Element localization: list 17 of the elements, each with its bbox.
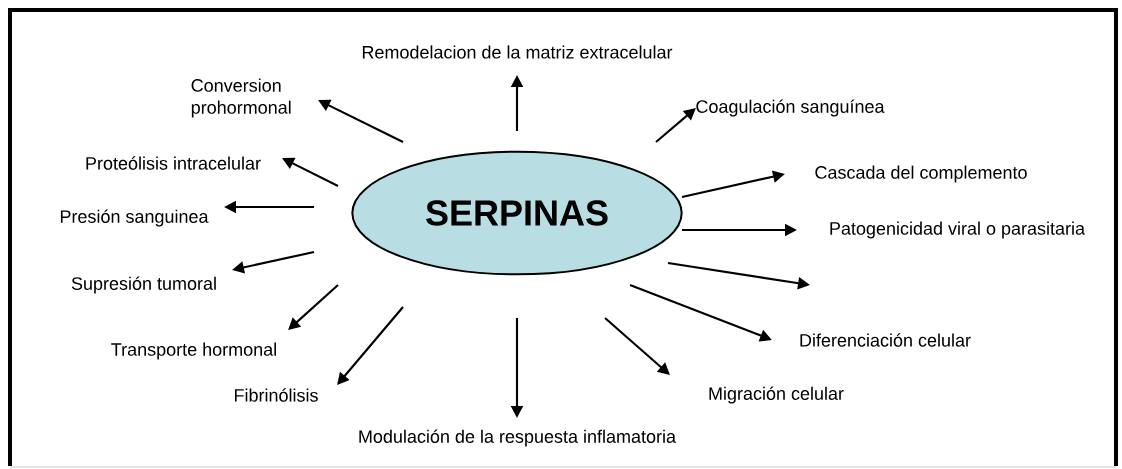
arrow (288, 284, 339, 330)
function-label: Modulación de la respuesta inflamatoria (359, 429, 677, 447)
function-label: Cascada del complemento (815, 165, 1027, 183)
function-label: Migración celular (709, 386, 844, 404)
function-label: Presión sanguinea (60, 209, 209, 227)
function-label: Transporte hormonal (111, 342, 276, 360)
arrow (655, 108, 696, 143)
function-label: Remodelacion de la matriz extracelular (362, 45, 673, 59)
function-label: Coagulación sanguínea (696, 99, 885, 117)
function-label: Diferenciación celular (800, 333, 971, 347)
function-label: Supresión tumoral (71, 276, 216, 294)
function-label: Proteólisis intracelular (86, 156, 261, 170)
function-label: Conversion prohormonal (191, 78, 291, 118)
arrow (337, 306, 404, 385)
function-label: Patogenicidad viral o parasitaria (830, 221, 1085, 239)
function-label: Fibrinólisis (235, 388, 318, 402)
arrow (604, 317, 670, 375)
